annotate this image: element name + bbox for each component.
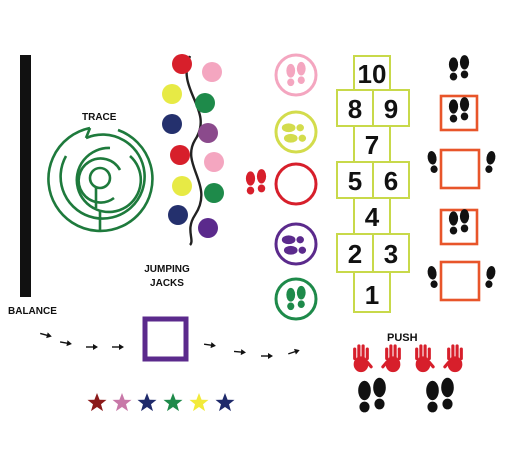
- jumping-jacks-square: [142, 316, 189, 362]
- orange-square: [439, 94, 479, 132]
- hop-number: 9: [384, 94, 398, 124]
- purple-footprints-circle: [274, 222, 318, 266]
- pink-footprints-circle: [274, 53, 318, 97]
- push-shoeprints: [358, 378, 454, 413]
- color-dot: [204, 152, 224, 172]
- hop-number: 1: [365, 280, 379, 310]
- balance-label: BALANCE: [8, 306, 57, 317]
- arrow-icon: [58, 338, 74, 348]
- color-dot: [168, 205, 188, 225]
- red-footprints-icon: [246, 169, 266, 194]
- color-dot: [172, 54, 192, 74]
- arrow-icon: [286, 346, 302, 358]
- hop-number: 10: [358, 59, 387, 89]
- wavy-divider-line: [185, 55, 203, 246]
- stars-row: [87, 393, 235, 412]
- hop-number: 5: [348, 166, 362, 196]
- star-icon: [215, 393, 235, 412]
- hop-number: 2: [348, 239, 362, 269]
- color-dots-group: [162, 54, 224, 246]
- footprint-circles: [274, 53, 318, 321]
- arrow-icon: [202, 340, 218, 350]
- jumping-jacks-label-line1: JUMPING: [144, 264, 190, 275]
- color-dot: [202, 62, 222, 82]
- black-shoeprint-icon: [426, 55, 497, 289]
- green-footprints-circle: [274, 277, 318, 321]
- color-dot: [198, 123, 218, 143]
- color-dot: [162, 84, 182, 104]
- star-icon: [137, 393, 157, 412]
- hop-box: [372, 233, 410, 273]
- hop-number: 7: [365, 130, 379, 160]
- jumping-jacks-label-line2: JACKS: [150, 278, 184, 289]
- hop-number: 3: [384, 239, 398, 269]
- star-icon: [163, 393, 183, 412]
- jump-squares: [439, 94, 481, 302]
- orange-square: [439, 260, 481, 302]
- trace-label: TRACE: [82, 112, 117, 123]
- balance-beam: [20, 55, 31, 297]
- hop-box: [353, 197, 391, 235]
- color-dot: [204, 183, 224, 203]
- orange-square: [439, 208, 479, 246]
- spiral-maze-icon: [47, 126, 154, 233]
- empty-circle-icon: [274, 162, 318, 206]
- orange-square: [439, 148, 481, 190]
- hop-number: 8: [348, 94, 362, 124]
- star-icon: [87, 393, 107, 412]
- hop-box: [353, 271, 391, 313]
- hop-box: [353, 55, 391, 91]
- hop-box: [372, 89, 410, 127]
- hopscotch-grid: [336, 55, 410, 313]
- star-icon: [189, 393, 209, 412]
- hop-box: [372, 161, 410, 199]
- color-dot: [170, 145, 190, 165]
- color-dot: [198, 218, 218, 238]
- color-dot: [172, 176, 192, 196]
- hop-number: 4: [365, 202, 380, 232]
- red-handprint-icon: [353, 344, 463, 373]
- star-icon: [112, 393, 132, 412]
- color-dot: [195, 93, 215, 113]
- arrow-icon: [233, 347, 247, 357]
- hopscotch-numbers: 10 8 9 7 5 6 4 2 3 1: [348, 59, 398, 310]
- arrow-icon: [85, 343, 99, 351]
- arrow-icon: [111, 343, 125, 351]
- hop-number: 6: [384, 166, 398, 196]
- arrow-icon: [260, 352, 274, 360]
- yellow-footprints-circle: [274, 110, 318, 154]
- arrow-path: [38, 329, 302, 360]
- arrow-icon: [38, 329, 54, 341]
- color-dot: [162, 114, 182, 134]
- push-label: PUSH: [387, 332, 418, 344]
